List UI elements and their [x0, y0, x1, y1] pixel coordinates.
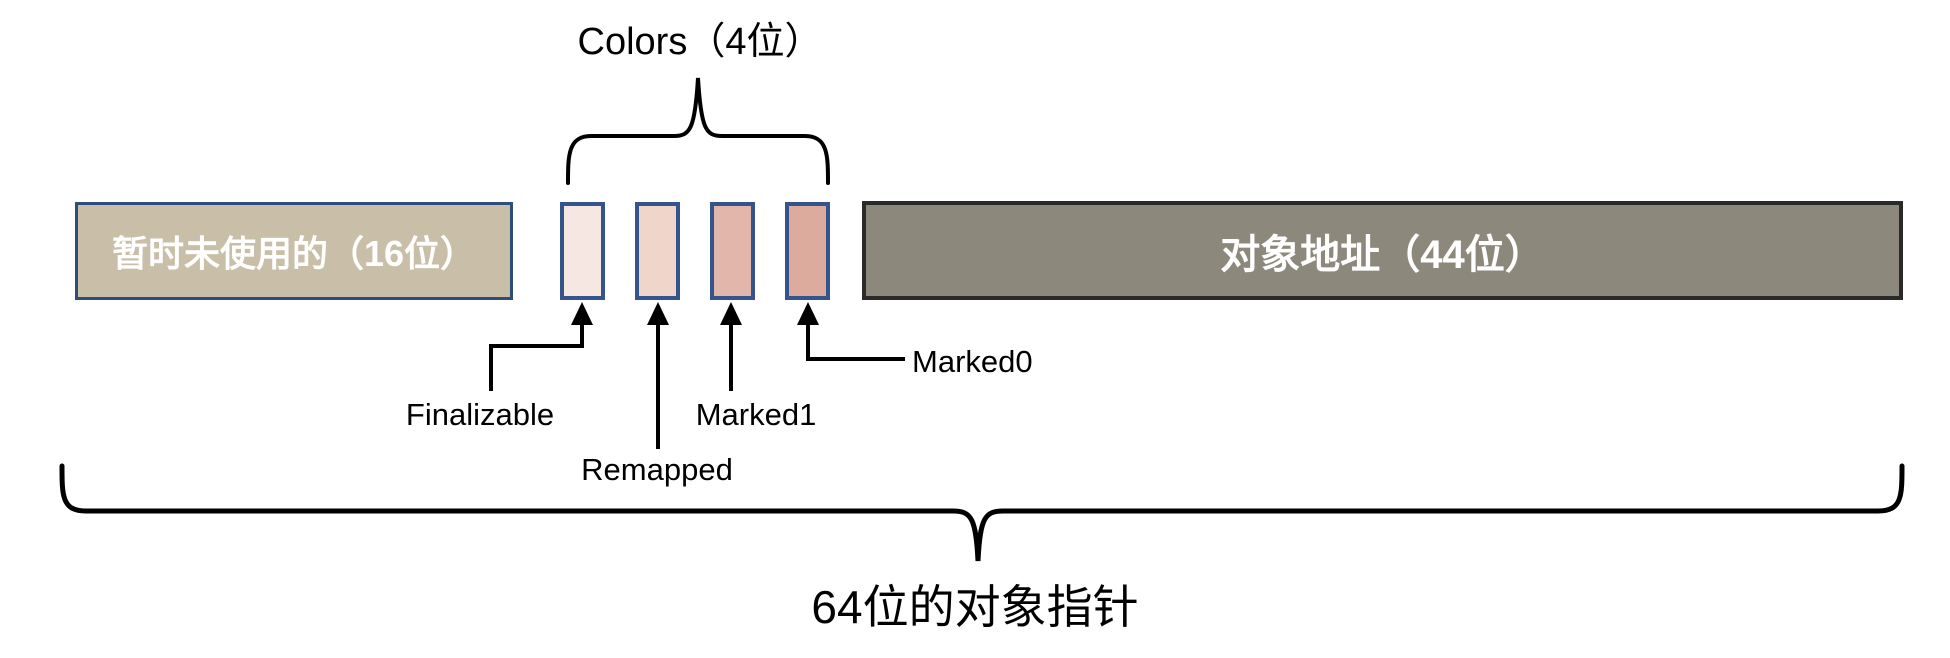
- marked1-arrow: [720, 302, 742, 391]
- marked0-arrow: [797, 302, 905, 361]
- address-bits-label: 对象地址（44位）: [1220, 232, 1545, 277]
- unused-bits-box: 暂时未使用的（16位）: [75, 202, 513, 300]
- remapped-label: Remapped: [581, 452, 733, 487]
- bit-box-finalizable: [560, 202, 605, 300]
- finalizable-arrow: [489, 302, 593, 391]
- colors-group-label: Colors（4位）: [577, 21, 823, 63]
- finalizable-label: Finalizable: [405, 397, 555, 432]
- colors-brace: [566, 77, 830, 185]
- marked1-label: Marked1: [695, 397, 817, 432]
- remapped-arrow: [647, 302, 669, 449]
- pointer-total-label: 64位的对象指针: [811, 581, 1139, 633]
- bit-box-remapped: [635, 202, 680, 300]
- bit-box-marked1: [710, 202, 755, 300]
- unused-bits-label: 暂时未使用的（16位）: [111, 233, 477, 274]
- address-bits-box: 对象地址（44位）: [862, 201, 1903, 300]
- marked0-label: Marked0: [912, 344, 1033, 379]
- full-width-brace: [59, 463, 1905, 562]
- bit-box-marked0: [785, 202, 830, 300]
